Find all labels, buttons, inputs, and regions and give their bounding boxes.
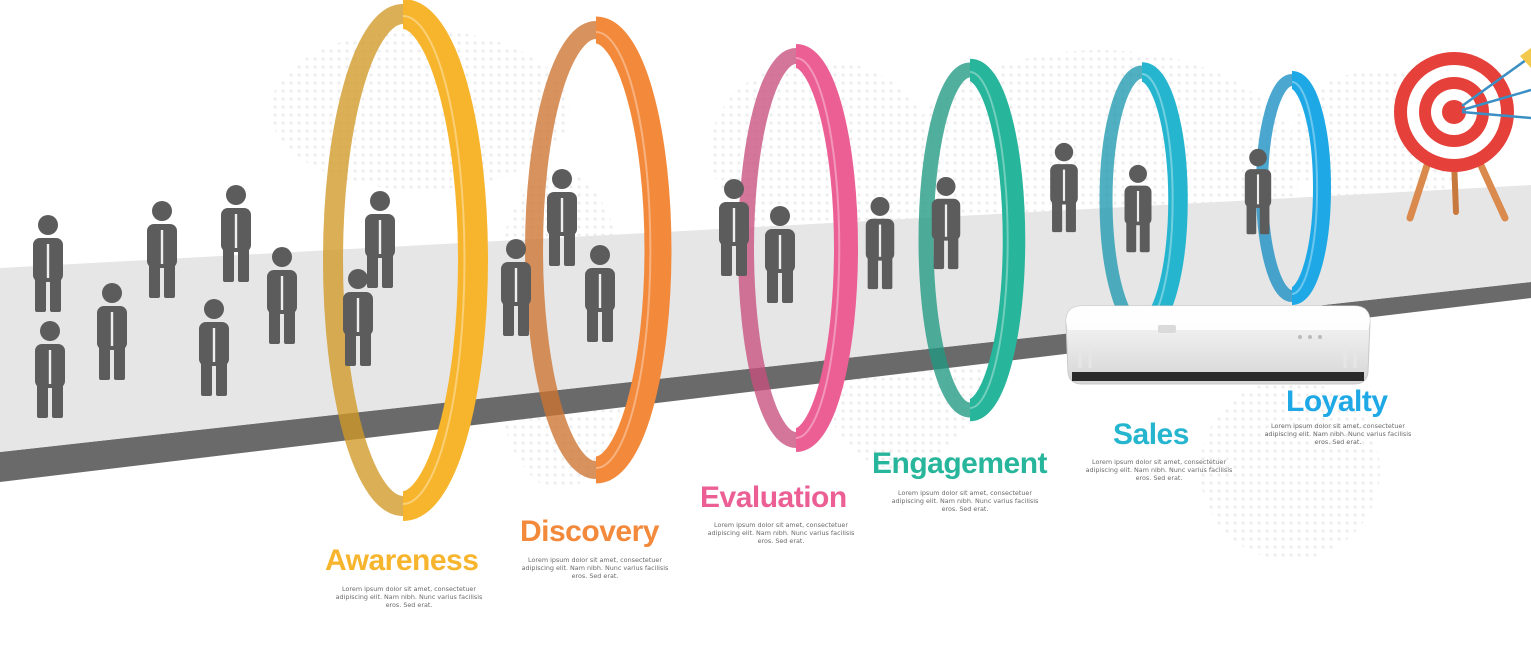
ring-back-engagement xyxy=(918,62,971,418)
person-icon xyxy=(365,191,395,288)
person-icon xyxy=(501,239,531,336)
person-icon xyxy=(147,201,177,298)
person-icon xyxy=(765,206,795,303)
person-icon xyxy=(35,321,65,418)
ring-front-discovery xyxy=(594,16,672,484)
person-icon xyxy=(547,169,577,266)
people-group xyxy=(33,142,1272,418)
person-icon xyxy=(97,283,127,380)
person-icon xyxy=(221,185,251,282)
person-icon xyxy=(33,215,63,312)
ring-back-awareness xyxy=(323,4,404,516)
stage-title-discovery: Discovery xyxy=(520,515,659,548)
stage-title-awareness: Awareness xyxy=(325,544,479,577)
person-icon xyxy=(267,247,297,344)
projector-icon xyxy=(1065,305,1371,385)
stage-description-sales: Lorem ipsum dolor sit amet, consectetuer… xyxy=(1085,458,1233,482)
person-icon xyxy=(1244,148,1272,235)
ring-front-engagement xyxy=(968,58,1026,422)
stage-title-engagement: Engagement xyxy=(872,447,1048,480)
person-icon xyxy=(719,179,749,276)
person-icon xyxy=(1050,142,1078,233)
person-icon xyxy=(931,176,961,270)
ring-front-awareness xyxy=(401,0,488,521)
stage-title-loyalty: Loyalty xyxy=(1286,385,1388,418)
stage-title-evaluation: Evaluation xyxy=(700,481,847,514)
stage-description-engagement: Lorem ipsum dolor sit amet, consectetuer… xyxy=(891,489,1039,513)
target-icon xyxy=(1394,48,1531,222)
ring-front-loyalty xyxy=(1290,71,1331,305)
stage-description-discovery: Lorem ipsum dolor sit amet, consectetuer… xyxy=(521,556,669,580)
ring-front-evaluation xyxy=(794,44,858,452)
person-icon xyxy=(343,269,373,366)
ring-back-discovery xyxy=(525,21,597,479)
person-icon xyxy=(585,245,615,342)
person-icon xyxy=(1124,164,1152,253)
stage-description-evaluation: Lorem ipsum dolor sit amet, consectetuer… xyxy=(707,521,855,545)
person-icon xyxy=(199,299,229,396)
rings-front xyxy=(401,0,1331,521)
stage-title-sales: Sales xyxy=(1113,418,1189,451)
stage-description-loyalty: Lorem ipsum dolor sit amet, consectetuer… xyxy=(1264,422,1412,446)
stage-description-awareness: Lorem ipsum dolor sit amet, consectetuer… xyxy=(335,585,483,609)
person-icon xyxy=(865,196,895,290)
